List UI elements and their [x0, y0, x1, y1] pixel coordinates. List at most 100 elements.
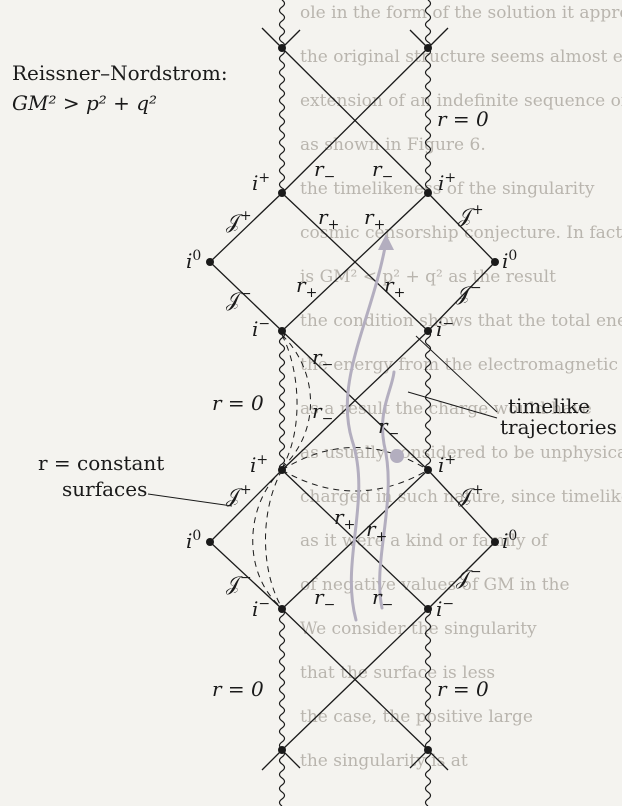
- background-text-line: as usually considered to be unphysical: [300, 443, 622, 463]
- background-text-line: the energy from the electromagnetic: [300, 355, 618, 375]
- constant-r-curve: [281, 469, 429, 492]
- scri-minus-label: 𝒥−: [456, 564, 482, 589]
- annotation-timelike: timelike: [508, 394, 590, 418]
- vertex-point: [424, 327, 432, 335]
- i-zero-label: i0: [502, 248, 517, 273]
- vertex-point: [491, 538, 499, 546]
- scri-plus-label: 𝒥+: [226, 208, 252, 233]
- i-plus-label: i+: [438, 452, 456, 477]
- annotation-r-constant: r = constant: [38, 451, 164, 475]
- diagram-title: Reissner–Nordstrom:: [12, 61, 228, 85]
- null-line: [281, 608, 429, 751]
- r-minus-label: r−: [314, 585, 335, 613]
- constant-r-curve: [265, 469, 283, 609]
- i-minus-label: i−: [436, 596, 454, 621]
- vertex-points: [206, 44, 499, 754]
- labels: Reissner–Nordstrom: GM² > p² + q² timeli…: [12, 61, 617, 701]
- r-minus-label: r−: [312, 399, 333, 427]
- null-line: [281, 330, 429, 471]
- null-line: [427, 469, 496, 543]
- singularity-line: [424, 0, 432, 49]
- vertex-point: [278, 327, 286, 335]
- vertex-point: [206, 258, 214, 266]
- background-text-line: the timelikeness of the singularity: [300, 179, 595, 199]
- scri-plus-label: 𝒥+: [458, 202, 484, 227]
- singularity-line: [424, 47, 432, 194]
- leader-line: [415, 335, 498, 413]
- trajectory-end-dot: [390, 449, 404, 463]
- leader-line: [147, 493, 233, 507]
- null-line: [427, 749, 449, 771]
- scri-minus-label: 𝒥−: [456, 280, 482, 305]
- background-text-line: is GM² < p² + q² as the result: [300, 267, 556, 287]
- background-text-line: the case, the positive large: [300, 707, 533, 727]
- null-line: [209, 261, 283, 332]
- null-line: [209, 192, 283, 263]
- timelike-trajectories: [345, 240, 396, 622]
- singularity-line: [278, 0, 286, 49]
- background-text-line: charged in such nature, since timelike: [300, 487, 622, 507]
- i-minus-label: i−: [252, 596, 270, 621]
- vertex-point: [278, 466, 286, 474]
- singularity-line: [278, 608, 286, 751]
- background-text-line: We consider the singularity: [300, 619, 537, 639]
- r-minus-label: r−: [372, 157, 393, 185]
- null-line: [427, 261, 496, 332]
- trajectory: [345, 240, 388, 622]
- r-plus-label: r+: [334, 505, 355, 533]
- r-minus-label: r−: [372, 585, 393, 613]
- scri-plus-label: 𝒥+: [226, 482, 252, 507]
- scri-plus-label: 𝒥+: [458, 482, 484, 507]
- i-zero-label: i0: [186, 528, 201, 553]
- background-text-line: ole in the form of the solution it appro…: [300, 3, 622, 23]
- r-plus-label: r+: [318, 205, 339, 233]
- background-text-line: the original structure seems almost exac…: [300, 47, 622, 67]
- null-line: [209, 469, 283, 543]
- null-line: [281, 192, 429, 332]
- null-line: [261, 749, 283, 771]
- i-minus-label: i−: [252, 316, 270, 341]
- null-line: [209, 541, 283, 610]
- r-zero-label: r = 0: [212, 677, 264, 701]
- null-line: [427, 27, 449, 49]
- i-zero-label: i0: [186, 248, 201, 273]
- null-line: [409, 29, 429, 49]
- singularity-line: [424, 330, 432, 471]
- r-minus-label: r−: [378, 414, 399, 442]
- vertex-point: [278, 746, 286, 754]
- trajectory: [378, 370, 396, 610]
- vertex-point: [278, 189, 286, 197]
- scri-minus-label: 𝒥−: [226, 570, 252, 595]
- vertex-point: [491, 258, 499, 266]
- null-line: [281, 47, 429, 194]
- constant-r-curve: [281, 334, 298, 469]
- background-text: ole in the form of the solution it appro…: [300, 3, 622, 771]
- singularity-line: [424, 749, 432, 806]
- r-minus-label: r−: [312, 345, 333, 373]
- background-text-line: of negative values of GM in the: [300, 575, 570, 595]
- singularity-line: [278, 749, 286, 806]
- i-plus-label: i+: [252, 170, 270, 195]
- r-zero-label: r = 0: [437, 107, 489, 131]
- i-plus-label: i+: [438, 170, 456, 195]
- leader-line: [407, 391, 498, 419]
- singularity-line: [424, 608, 432, 751]
- r-zero-label: r = 0: [437, 677, 489, 701]
- background-text-line: as shown in Figure 6.: [300, 135, 486, 155]
- background-text-line: as a result the charge would have: [300, 399, 592, 419]
- background-text-line: that the surface is less: [300, 663, 495, 683]
- background-text-line: the singularity is at: [300, 751, 468, 771]
- i-zero-label: i0: [502, 528, 517, 553]
- r-zero-label: r = 0: [212, 391, 264, 415]
- vertex-point: [424, 605, 432, 613]
- singularity-line: [278, 330, 286, 471]
- annotation-surfaces: surfaces: [62, 477, 147, 501]
- leader-lines: [147, 335, 498, 507]
- r-plus-label: r+: [384, 273, 405, 301]
- i-plus-label: i+: [250, 452, 268, 477]
- vertex-point: [424, 746, 432, 754]
- singularity-line: [278, 47, 286, 194]
- r-plus-label: r+: [296, 273, 317, 301]
- r-minus-label: r−: [314, 157, 335, 185]
